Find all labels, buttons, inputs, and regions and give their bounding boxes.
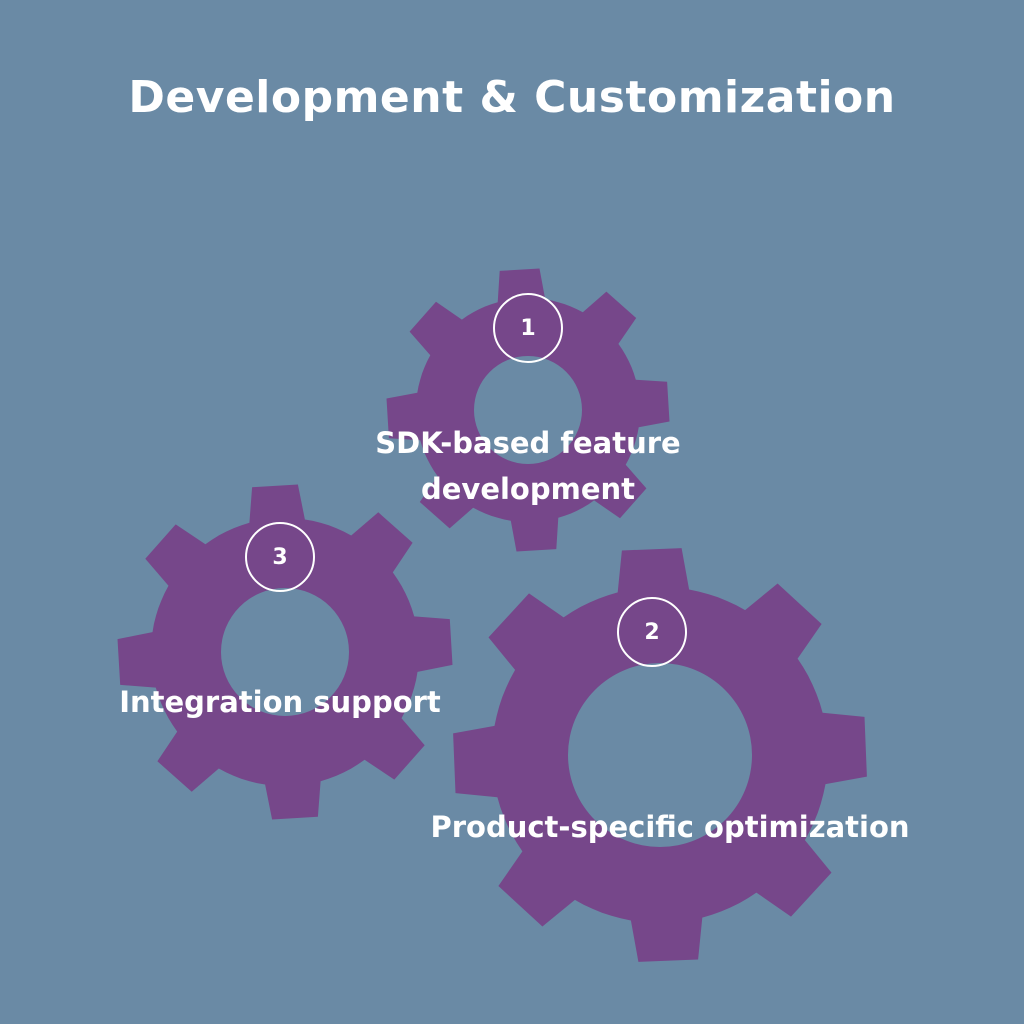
step-1-label-line-2: development bbox=[420, 472, 636, 506]
step-3-label: Integration support bbox=[119, 679, 441, 725]
step-3-label-line-1: Integration support bbox=[119, 685, 441, 719]
step-2-label-line-1: Product-specific optimization bbox=[430, 810, 910, 844]
step-2-label: Product-specific optimization bbox=[430, 804, 909, 850]
step-1-label: SDK-based feature development bbox=[375, 420, 680, 512]
step-3-badge: 3 bbox=[245, 522, 315, 592]
step-1-label-line-1: SDK-based feature bbox=[375, 426, 681, 460]
gear-2-icon bbox=[453, 548, 867, 962]
step-2-badge: 2 bbox=[617, 597, 687, 667]
gear-1-icon bbox=[386, 268, 670, 552]
page-title: Development & Customization bbox=[128, 72, 896, 123]
gear-3-icon bbox=[117, 484, 453, 820]
step-1-badge: 1 bbox=[493, 293, 563, 363]
